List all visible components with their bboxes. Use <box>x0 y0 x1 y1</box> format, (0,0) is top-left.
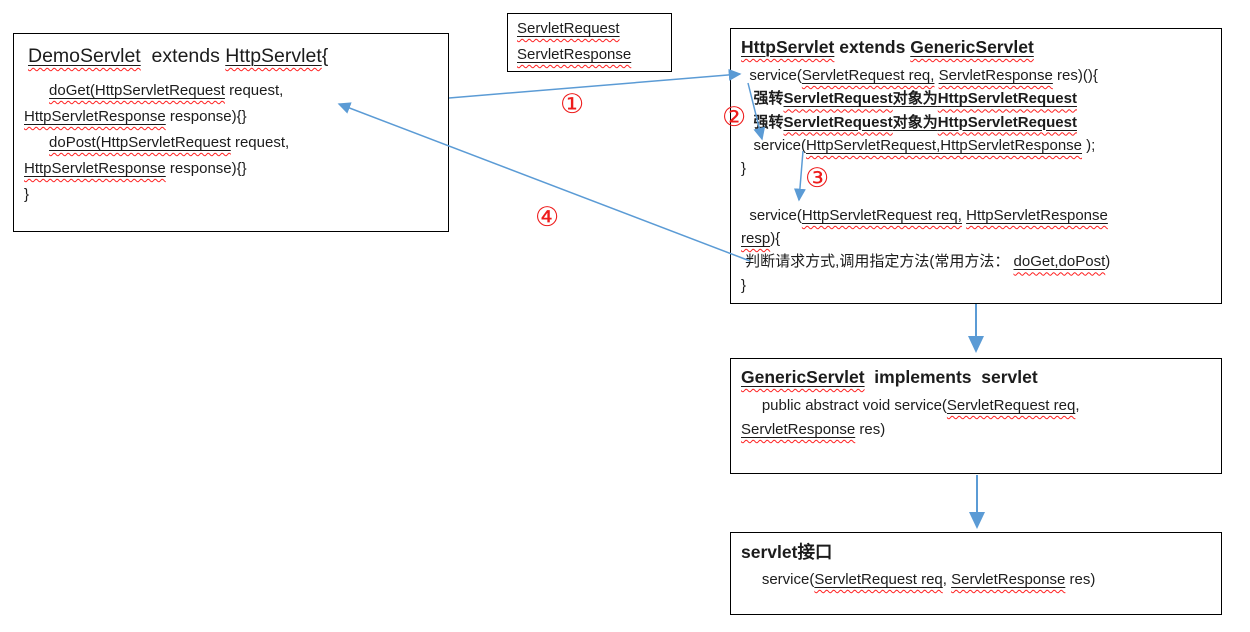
demoservlet-class-box: DemoServlet extends HttpServlet{ doGet(H… <box>13 33 449 232</box>
servlet-interface-code: service(ServletRequest req, ServletRespo… <box>741 571 1096 588</box>
demoservlet-title: DemoServlet extends HttpServlet{ <box>28 45 329 67</box>
step-2-circled-number: ② <box>722 102 747 133</box>
servlet-interface-box: servlet接口 service(ServletRequest req, Se… <box>730 532 1222 615</box>
httpservlet-title: HttpServlet extends GenericServlet <box>741 37 1034 57</box>
genericservlet-title: GenericServlet implements servlet <box>741 367 1038 387</box>
demoservlet-code: doGet(HttpServletRequest request,HttpSer… <box>24 82 290 203</box>
step-4-circled-number: ④ <box>535 202 560 233</box>
step-1-circled-number: ① <box>560 89 585 120</box>
servlet-interface-title: servlet接口 <box>741 542 833 562</box>
httpservlet-class-box: HttpServlet extends GenericServlet servi… <box>730 28 1222 304</box>
arrow-step1-demo-to-httpservlet <box>448 68 742 99</box>
step-3-circled-number: ③ <box>805 163 830 194</box>
genericservlet-class-box: GenericServlet implements servlet public… <box>730 358 1222 474</box>
genericservlet-code: public abstract void service(ServletRequ… <box>741 397 1080 438</box>
